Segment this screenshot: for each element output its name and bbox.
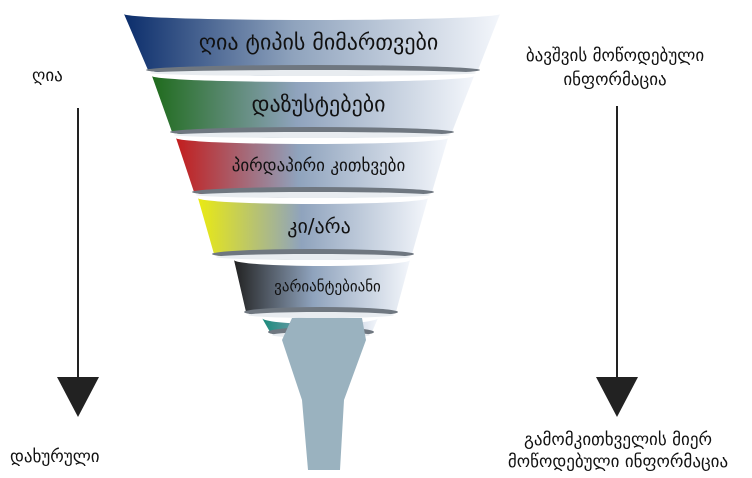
funnel-stage-label-3: პირდაპირი კითხვები <box>232 156 406 176</box>
funnel-stage-label-2: დაზუსტებები <box>251 93 385 118</box>
funnel-stage-label-5: ვარიანტებიანი <box>274 277 381 295</box>
left-arrow-line <box>77 108 79 378</box>
funnel-stem <box>282 318 366 470</box>
right-arrow-head <box>596 377 638 417</box>
funnel-band-rim-highlight-5 <box>248 312 394 318</box>
funnel-band-4 <box>198 198 428 260</box>
funnel-band-rim-highlight-2 <box>174 132 450 138</box>
funnel-band-rim-highlight-4 <box>216 254 410 260</box>
right-top-label: ბავშვის მოწოდებული ინფორმაცია <box>525 46 705 90</box>
funnel-band-5 <box>234 260 410 318</box>
funnel-stage-label-1: ღია ტიპის მიმართვები <box>199 31 439 56</box>
funnel-band-2 <box>152 76 474 138</box>
left-bottom-label: დახურული <box>10 447 100 467</box>
left-top-label: ღია <box>32 66 63 86</box>
funnel-band-1 <box>124 14 500 76</box>
left-arrow-head <box>57 377 99 417</box>
right-bottom-label: გამომკითხველის მიერ მოწოდებული ინფორმაცი… <box>507 430 729 472</box>
funnel-band-3 <box>176 138 448 198</box>
funnel-band-rim-highlight-1 <box>150 70 476 76</box>
funnel-stage-label-4: კი/არა <box>287 214 351 238</box>
right-arrow-line <box>616 106 618 378</box>
funnel-band-rim-highlight-3 <box>196 192 430 198</box>
